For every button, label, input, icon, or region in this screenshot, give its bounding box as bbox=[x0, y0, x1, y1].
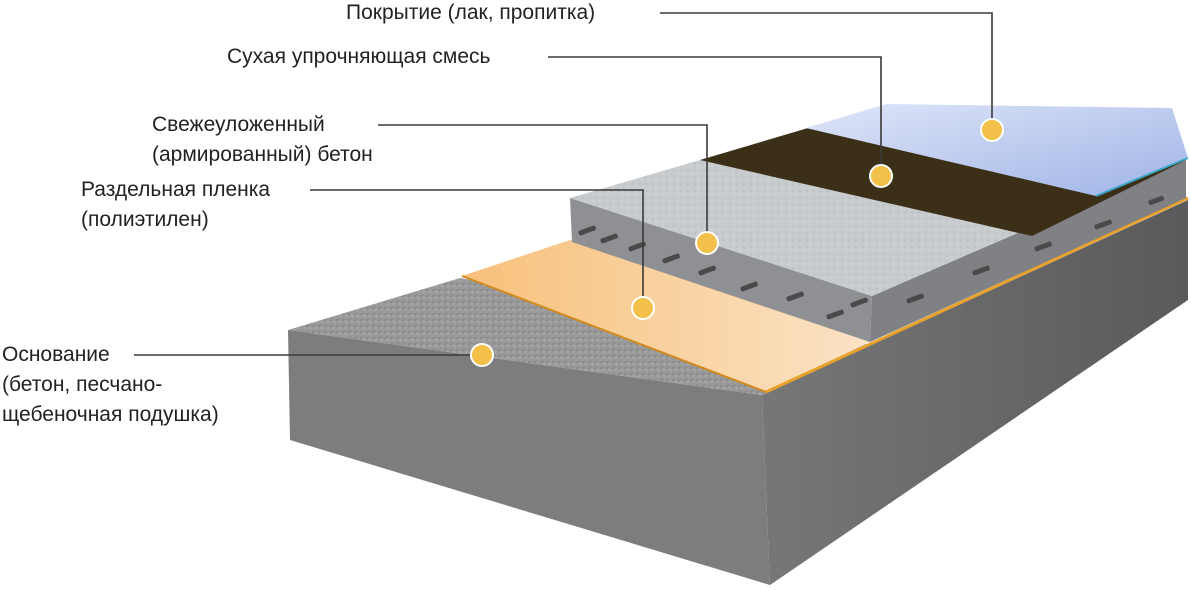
label-line: Покрытие (лак, пропитка) bbox=[346, 1, 596, 24]
label-line: Свежеуложенный bbox=[152, 113, 325, 136]
rebar-end bbox=[1094, 219, 1112, 230]
film-edge bbox=[765, 196, 1189, 394]
leader-line-coating bbox=[660, 12, 993, 130]
label-fresh-concrete: Свежеуложенный (армированный) бетон bbox=[152, 110, 373, 170]
label-dry-mix: Сухая упрочняющая смесь bbox=[227, 42, 490, 72]
label-coating: Покрытие (лак, пропитка) bbox=[346, 0, 595, 28]
coating-edge bbox=[1095, 157, 1189, 197]
fresh-concrete-front bbox=[570, 198, 872, 342]
rebar-ends bbox=[578, 195, 1164, 320]
rebar-end bbox=[850, 297, 868, 308]
rebar-end bbox=[906, 293, 924, 304]
rebar-end bbox=[698, 265, 716, 276]
label-base: Основание (бетон, песчано- щебеночная по… bbox=[2, 340, 219, 430]
fresh-concrete-right bbox=[870, 160, 1186, 342]
marker-dry-mix bbox=[869, 164, 893, 188]
rebar-end bbox=[628, 241, 646, 252]
rebar-end bbox=[1034, 241, 1052, 252]
rebar-end bbox=[662, 253, 680, 264]
marker-base bbox=[470, 343, 494, 367]
marker-film bbox=[631, 296, 655, 320]
rebar-end bbox=[1148, 195, 1164, 205]
film-edge-left bbox=[461, 275, 767, 393]
leader-line-film bbox=[310, 189, 644, 308]
label-line: Раздельная пленка bbox=[81, 178, 271, 201]
label-line: щебеночная подушка) bbox=[2, 403, 219, 426]
rebar-end bbox=[600, 233, 618, 244]
leader-line-fresh-concrete bbox=[378, 124, 708, 243]
rebar-end bbox=[972, 265, 990, 276]
film-layer bbox=[462, 240, 870, 392]
rebar-end bbox=[740, 281, 758, 292]
label-line: (полиэтилен) bbox=[81, 208, 209, 231]
rebar-end bbox=[786, 291, 804, 302]
base-side-front bbox=[288, 330, 770, 585]
base-side-right bbox=[762, 200, 1188, 585]
marker-coating bbox=[980, 118, 1004, 142]
coating-layer bbox=[806, 104, 1188, 196]
marker-fresh-concrete bbox=[695, 231, 719, 255]
label-line: Сухая упрочняющая смесь bbox=[227, 45, 491, 68]
label-line: (бетон, песчано- bbox=[2, 373, 163, 396]
leader-lines bbox=[134, 12, 993, 356]
rebar-end bbox=[578, 225, 596, 236]
leader-line-dry-mix bbox=[548, 56, 882, 176]
label-line: (армированный) бетон bbox=[152, 143, 373, 166]
label-line: Основание bbox=[2, 343, 110, 366]
markers bbox=[470, 118, 1004, 367]
rebar-end bbox=[826, 309, 844, 320]
label-film: Раздельная пленка (полиэтилен) bbox=[81, 175, 270, 235]
